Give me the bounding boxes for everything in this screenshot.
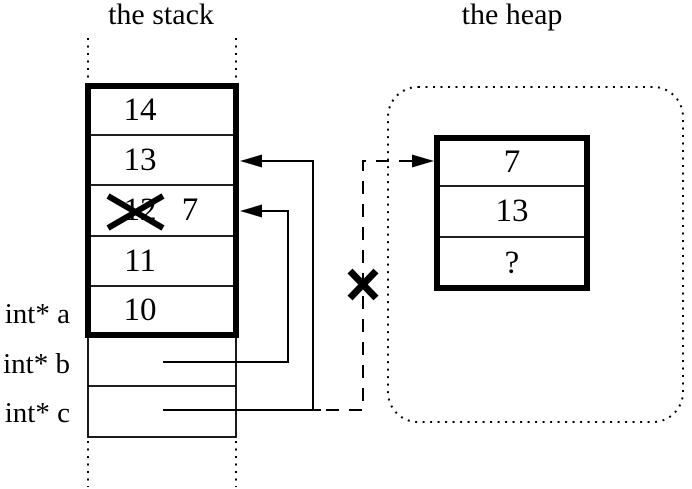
heap-cell-value: 7: [503, 144, 521, 180]
invalid-pointer-cross-icon: [347, 268, 379, 301]
heap-cell-value: ?: [504, 245, 520, 281]
stack-cell-value: 11: [124, 243, 156, 279]
var-label-a: int* a: [4, 298, 70, 330]
dangling-pointer-dashed-line: [326, 160, 413, 411]
heap-frame: [434, 135, 590, 291]
pointer-b-line: [163, 210, 289, 363]
pointer-c-line: [261, 160, 314, 410]
var-label-b: int* b: [3, 348, 70, 380]
overwrite-cross-icon: [106, 193, 165, 231]
stack-title: the stack: [108, 0, 214, 31]
stack-cell-new-value: 7: [181, 192, 199, 228]
stack-cell-value: 10: [123, 292, 157, 328]
pointer-b-arrowhead-icon: [240, 204, 262, 218]
stack-cell-dividers: [91, 134, 233, 287]
heap-cell-dividers: [440, 185, 584, 238]
var-label-c: int* c: [4, 397, 70, 429]
stack-cell-value: 14: [123, 92, 157, 128]
heap-region-border: [387, 86, 684, 423]
stack-cell-value: 13: [123, 142, 157, 178]
pointer-c-arrowhead-icon: [240, 154, 262, 168]
dangling-pointer-arrowhead-icon: [412, 154, 434, 168]
stack-frame: [85, 83, 239, 338]
heap-cell-value: 13: [495, 193, 529, 229]
stack-guide-lines: [87, 38, 237, 487]
heap-title: the heap: [461, 0, 563, 31]
